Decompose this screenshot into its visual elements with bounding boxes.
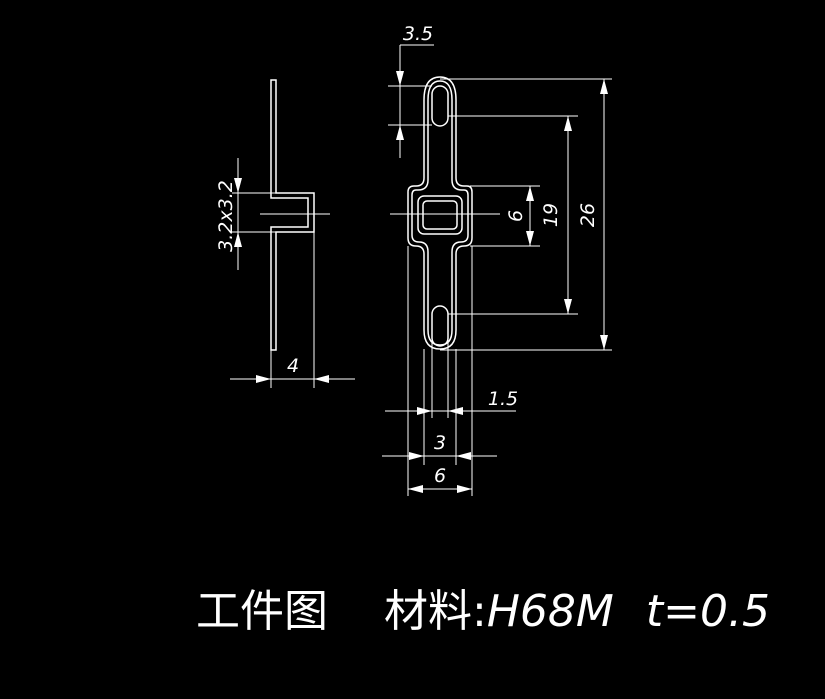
dim-3: 3 [382, 432, 497, 460]
arrow-up [234, 232, 242, 247]
title-label: 工件图 [196, 586, 328, 637]
front-view-outline [407, 76, 473, 350]
front-view-inner-outline [411, 80, 469, 346]
side-view-profile [270, 79, 315, 351]
arrow-up [526, 186, 534, 201]
thickness-value: t=0.5 [645, 586, 770, 637]
arrow-right [256, 375, 271, 383]
dim-3-2x3-2-label: 3.2x3.2 [215, 180, 237, 252]
arrow-up [600, 79, 608, 94]
arrow-left [456, 452, 471, 460]
dim-19: 19 [448, 115, 578, 315]
dim-6-hole: 6 [470, 185, 540, 247]
dim-1-5: 1.5 [385, 388, 518, 415]
arrow-left [314, 375, 329, 383]
arrow-left [408, 485, 423, 493]
arrow-down [526, 231, 534, 246]
material-value: H68M [486, 586, 614, 637]
dim-3-5: 3.5 [388, 23, 434, 158]
arrow-down [600, 335, 608, 350]
arrow-up [396, 125, 404, 140]
square-hole-outer [417, 195, 463, 235]
arrow-right [409, 452, 424, 460]
arrow-right [457, 485, 472, 493]
square-hole-inner [422, 200, 458, 230]
arrow-down [564, 299, 572, 314]
dim-6-width-label: 6 [434, 465, 446, 487]
side-view: 3.2x3.2 4 [215, 79, 355, 388]
top-slot [431, 85, 449, 127]
dim-1-5-label: 1.5 [488, 388, 518, 410]
arrow-down [396, 71, 404, 86]
dim-4-label: 4 [287, 355, 299, 377]
dim-19-label: 19 [540, 203, 562, 227]
arrow-right [417, 407, 432, 415]
dim-26: 26 [440, 78, 612, 351]
arrow-left [448, 407, 463, 415]
dim-6-hole-label: 6 [505, 210, 527, 222]
bottom-slot [431, 305, 449, 347]
dim-3-label: 3 [434, 432, 446, 454]
arrow-down [234, 178, 242, 193]
dim-26-label: 26 [577, 203, 599, 227]
dim-3-5-label: 3.5 [403, 23, 433, 45]
material-label: 材料: [384, 586, 487, 637]
dim-6-width: 6 [408, 465, 472, 493]
arrow-up [564, 116, 572, 131]
front-view [390, 76, 500, 350]
bottom-extension-lines [407, 246, 473, 496]
